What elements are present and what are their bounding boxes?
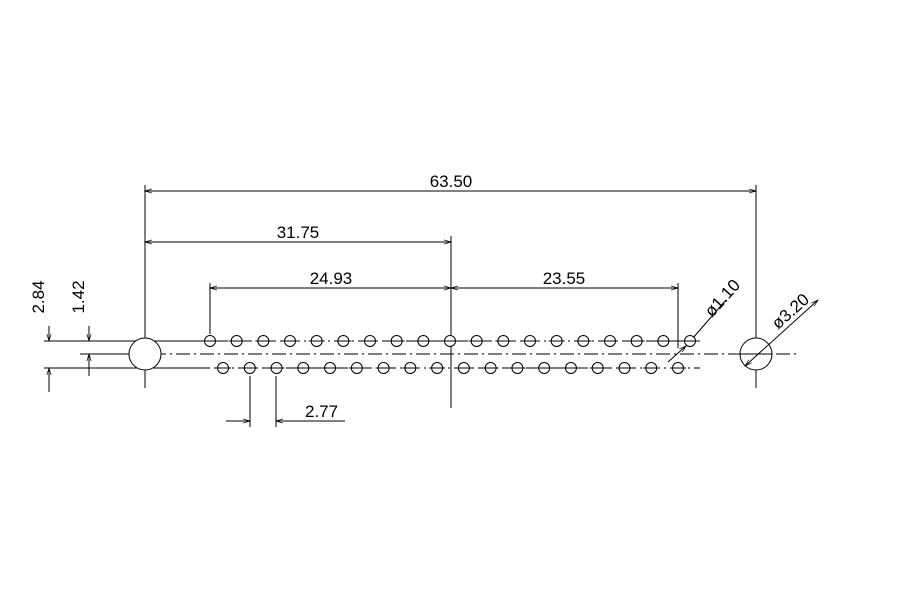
large-hole-diameter-label: ø3.20 [768, 290, 813, 333]
half-length-label: 31.75 [277, 223, 320, 242]
small-hole-diameter-label: ø1.10 [701, 276, 744, 321]
overall-length-label: 63.50 [430, 172, 473, 191]
left-span-label: 24.93 [310, 269, 353, 288]
small-hole-leader-lower [667, 346, 686, 363]
large-hole-leader [745, 300, 818, 366]
lower-pin-row [215, 362, 686, 374]
left-mounting-hole [128, 337, 162, 371]
right-span-label: 23.55 [543, 269, 586, 288]
row-offset-label: 2.84 [29, 280, 48, 313]
half-offset-label: 1.42 [69, 280, 88, 313]
upper-pin-row [202, 335, 698, 347]
pitch-label: 2.77 [305, 402, 338, 421]
